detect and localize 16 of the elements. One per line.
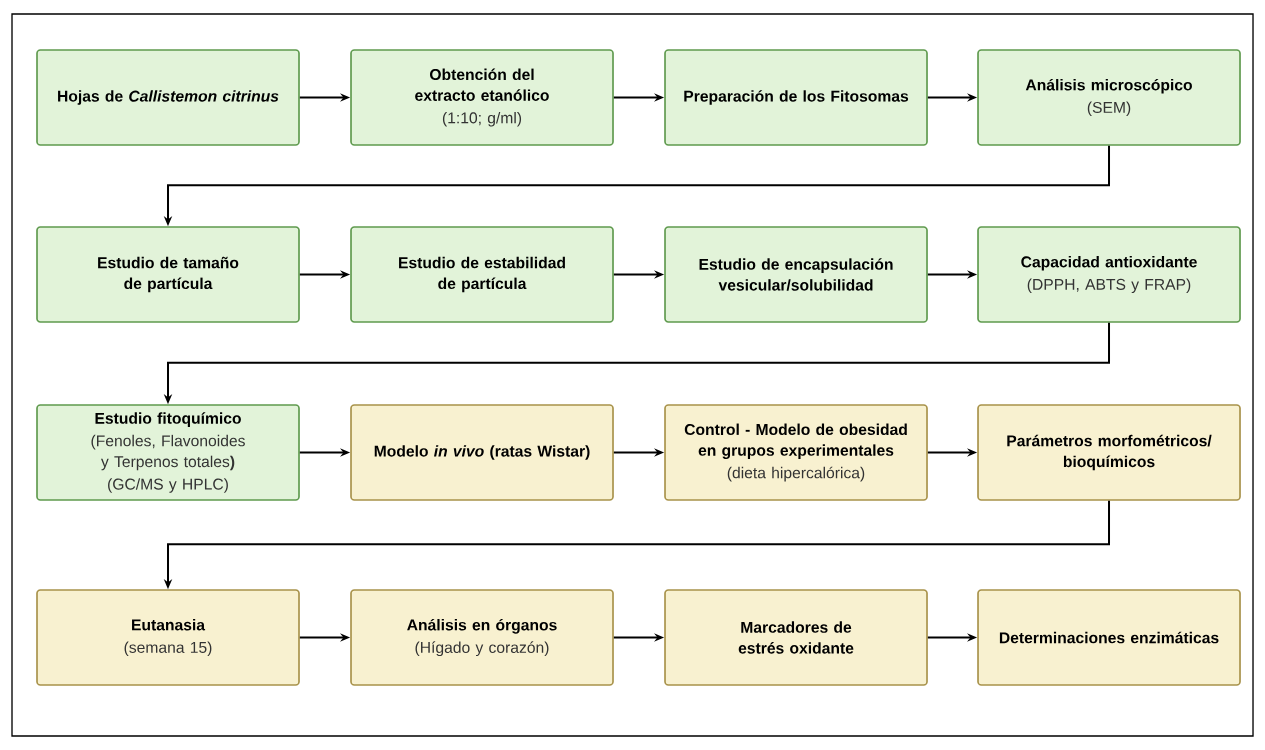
process-box: Estudio fitoquímico (Fenoles, Flavonoides y Terpenos totales) (GC/MS y HPLC) [36, 404, 300, 501]
process-box: Capacidad antioxidante (DPPH, ABTS y FRAP) [977, 226, 1241, 323]
process-box: Eutanasia (semana 15) [36, 589, 300, 686]
process-box: Hojas de Callistemon citrinus [36, 49, 300, 146]
process-box: Estudio de tamaño de partícula [36, 226, 300, 323]
process-box: Obtención del extracto etanólico (1:10; g/ml) [350, 49, 614, 146]
process-box: Estudio de encapsulación vesicular/solubilidad [664, 226, 928, 323]
process-box: Análisis en órganos (Hígado y corazón) [350, 589, 614, 686]
process-box: Determinaciones enzimáticas [977, 589, 1241, 686]
process-box: Marcadores de estrés oxidante [664, 589, 928, 686]
process-box: Control - Modelo de obesidad en grupos experimentales (dieta hipercalórica) [664, 404, 928, 501]
process-box: Parámetros morfométricos/ bioquímicos [977, 404, 1241, 501]
process-box: Modelo in vivo (ratas Wistar) [350, 404, 614, 501]
process-box: Preparación de los Fitosomas [664, 49, 928, 146]
process-box: Estudio de estabilidad de partícula [350, 226, 614, 323]
process-box: Análisis microscópico (SEM) [977, 49, 1241, 146]
